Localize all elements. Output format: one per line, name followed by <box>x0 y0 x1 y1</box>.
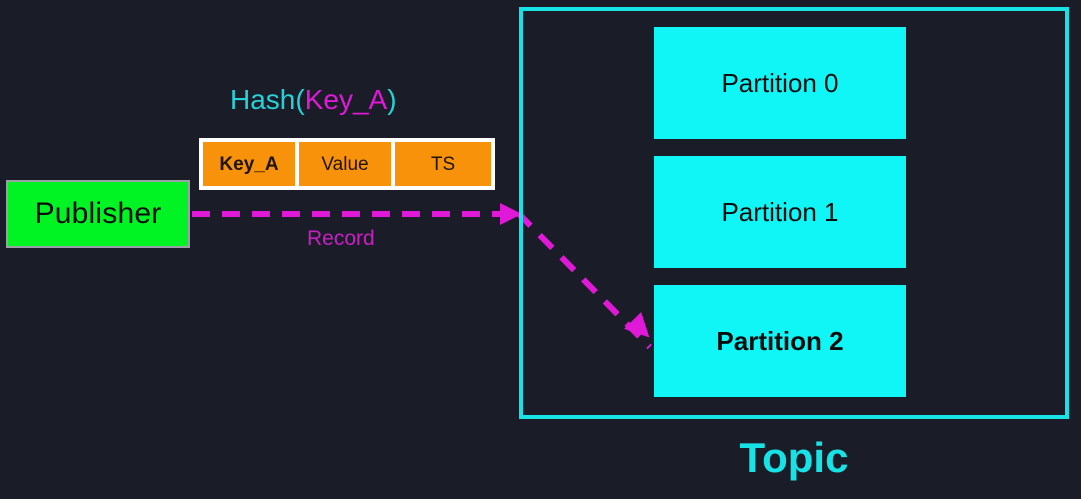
record-node: Key_A Value TS <box>199 138 495 190</box>
record-arrow-line <box>192 211 504 217</box>
record-arrow-head-icon <box>500 203 522 225</box>
partition-1-label: Partition 1 <box>721 197 839 227</box>
hash-function-label: Hash(Key_A) <box>230 86 397 114</box>
record-arrow-label: Record <box>307 227 375 250</box>
record-cell-key: Key_A <box>203 142 295 186</box>
publisher-label: Publisher <box>34 197 162 230</box>
partition-0: Partition 0 <box>654 27 906 139</box>
hash-key-text: Key_A <box>304 84 388 115</box>
partition-0-label: Partition 0 <box>721 68 839 98</box>
record-cell-timestamp: TS <box>395 142 491 186</box>
partition-1: Partition 1 <box>654 156 906 268</box>
topic-container <box>519 7 1069 419</box>
hash-prefix-text: Hash( <box>230 84 305 115</box>
partition-2: Partition 2 <box>654 285 906 397</box>
publisher-node: Publisher <box>6 180 190 248</box>
record-cell-value: Value <box>299 142 391 186</box>
hash-suffix-text: ) <box>387 84 397 115</box>
topic-label: Topic <box>739 434 849 481</box>
partition-2-label: Partition 2 <box>716 326 844 356</box>
